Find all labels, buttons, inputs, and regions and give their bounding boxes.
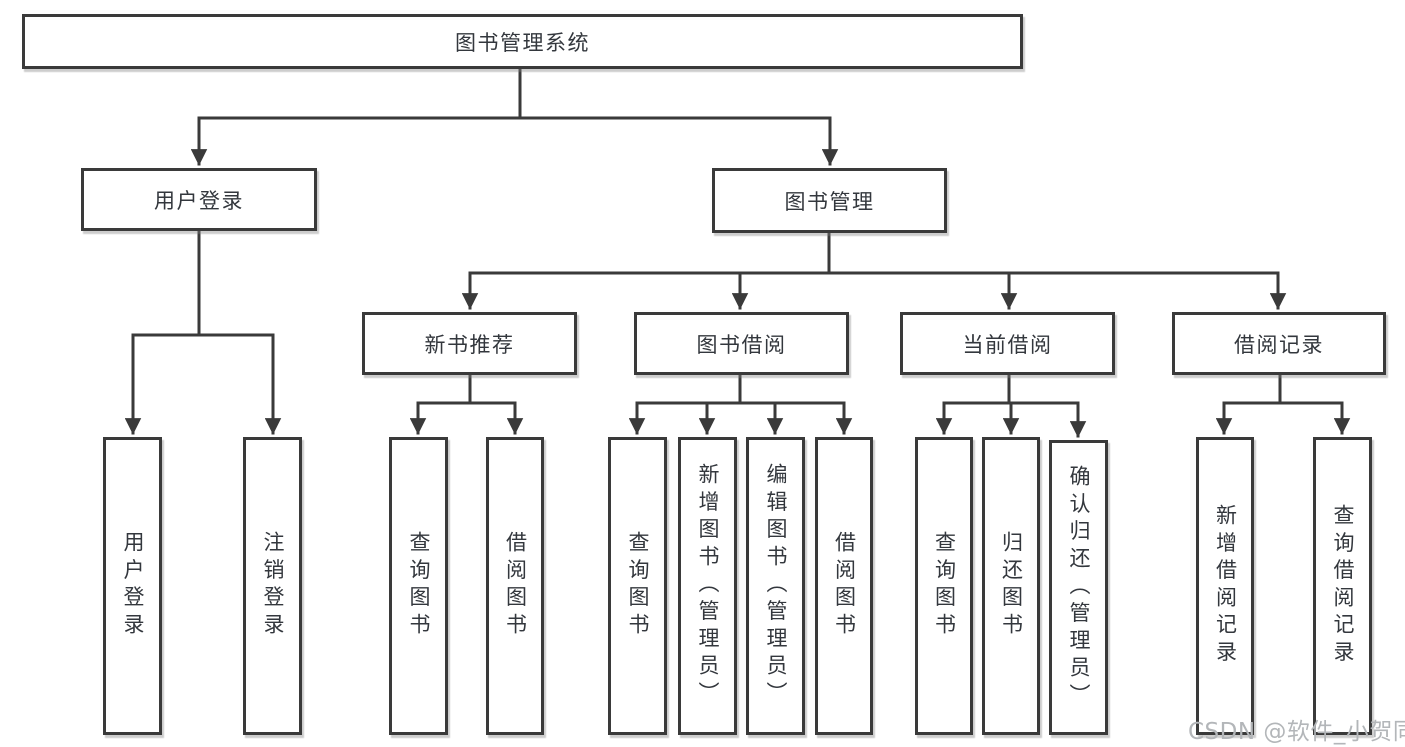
leaf-borrow-query: 查询图书 [608,437,667,735]
node-root: 图书管理系统 [22,14,1023,69]
leaf-current-confirm-admin-label: 确认归还（管理员） [1067,464,1091,711]
leaf-logout-label: 注销登录 [261,531,285,641]
node-current-borrow-label: 当前借阅 [962,332,1053,357]
node-new-book-recommend-label: 新书推荐 [424,332,515,357]
leaf-current-confirm-admin: 确认归还（管理员） [1049,440,1108,735]
leaf-borrow-edit-admin-label: 编辑图书（管理员） [764,463,788,709]
node-book-management: 图书管理 [712,168,947,233]
node-book-borrow-label: 图书借阅 [696,332,787,357]
node-user-login: 用户登录 [81,168,317,231]
leaf-records-query: 查询借阅记录 [1313,437,1372,735]
node-new-book-recommend: 新书推荐 [362,312,577,375]
leaf-user-login-label: 用户登录 [121,531,145,641]
node-book-management-label: 图书管理 [784,189,875,214]
leaf-records-add: 新增借阅记录 [1196,437,1254,735]
leaf-current-return-label: 归还图书 [999,531,1024,641]
node-borrow-records: 借阅记录 [1172,312,1386,375]
leaf-borrow-add-admin-label: 新增图书（管理员） [696,463,720,709]
leaf-newbooks-borrow: 借阅图书 [486,437,544,735]
leaf-current-query: 查询图书 [915,437,973,735]
leaf-current-return: 归还图书 [982,437,1040,735]
leaf-records-query-label: 查询借阅记录 [1331,504,1355,668]
node-borrow-records-label: 借阅记录 [1234,332,1324,357]
leaf-borrow-query-label: 查询图书 [626,531,650,641]
leaf-newbooks-query-label: 查询图书 [407,531,431,641]
leaf-newbooks-borrow-label: 借阅图书 [503,531,528,641]
leaf-newbooks-query: 查询图书 [389,437,448,735]
leaf-current-query-label: 查询图书 [932,531,957,641]
node-current-borrow: 当前借阅 [900,312,1115,375]
leaf-logout: 注销登录 [243,437,302,735]
leaf-borrow-add-admin: 新增图书（管理员） [678,437,737,735]
leaf-user-login: 用户登录 [103,437,162,735]
node-book-borrow: 图书借阅 [634,312,849,375]
csdn-watermark: CSDN @软件_小贺同学 [1188,719,1405,745]
leaf-borrow-borrow: 借阅图书 [815,437,873,735]
leaf-borrow-edit-admin: 编辑图书（管理员） [746,437,805,735]
node-root-label: 图书管理系统 [455,30,590,55]
leaf-records-add-label: 新增借阅记录 [1213,504,1238,668]
leaf-borrow-borrow-label: 借阅图书 [832,531,857,641]
node-user-login-label: 用户登录 [154,188,244,213]
